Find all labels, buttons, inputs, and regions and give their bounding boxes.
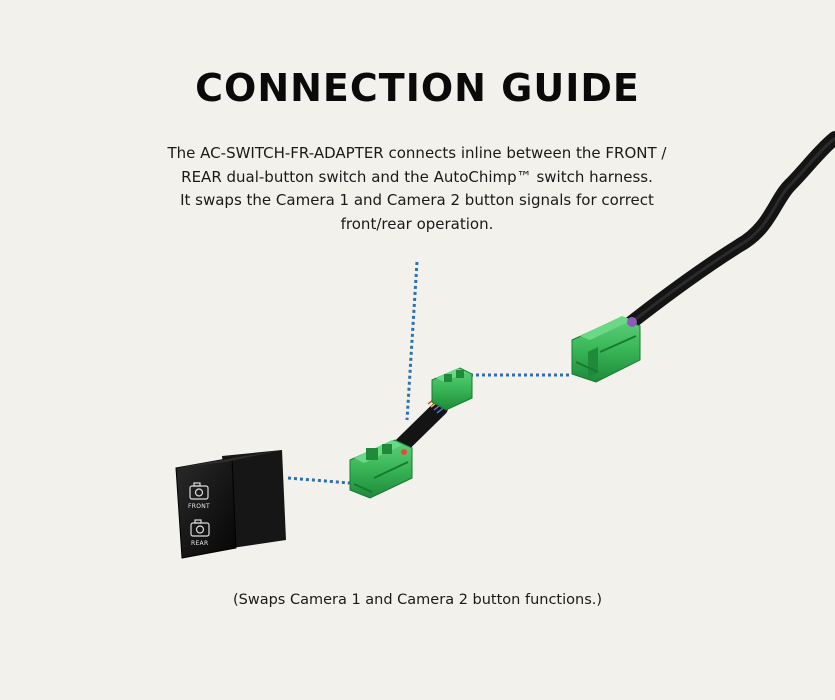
adapter-connector-upper — [431, 367, 473, 411]
dual-button-switch: FRONT REAR — [175, 450, 286, 559]
camera-icon — [189, 482, 209, 500]
description-line-3: It swaps the Camera 1 and Camera 2 butto… — [180, 191, 654, 209]
caption: (Swaps Camera 1 and Camera 2 button func… — [232, 592, 603, 608]
description-line-2: REAR dual-button switch and the AutoChim… — [181, 167, 653, 186]
adapter-connector-lower — [349, 439, 413, 499]
camera-icon — [190, 519, 210, 537]
description-line-4: front/rear operation. — [340, 214, 494, 233]
leader-line-switch — [287, 476, 351, 485]
switch-label-rear: REAR — [191, 540, 208, 547]
switch-label-front: FRONT — [188, 503, 210, 510]
harness-cable — [621, 131, 835, 332]
description: The AC-SWITCH-FR-ADAPTER connects inline… — [117, 142, 717, 236]
leader-line-adapter — [405, 261, 419, 421]
harness-connector — [571, 316, 641, 383]
description-line-1: The AC-SWITCH-FR-ADAPTER connects inline… — [167, 144, 667, 162]
leader-lines — [287, 261, 572, 485]
page-title: CONNECTION GUIDE — [195, 66, 640, 110]
